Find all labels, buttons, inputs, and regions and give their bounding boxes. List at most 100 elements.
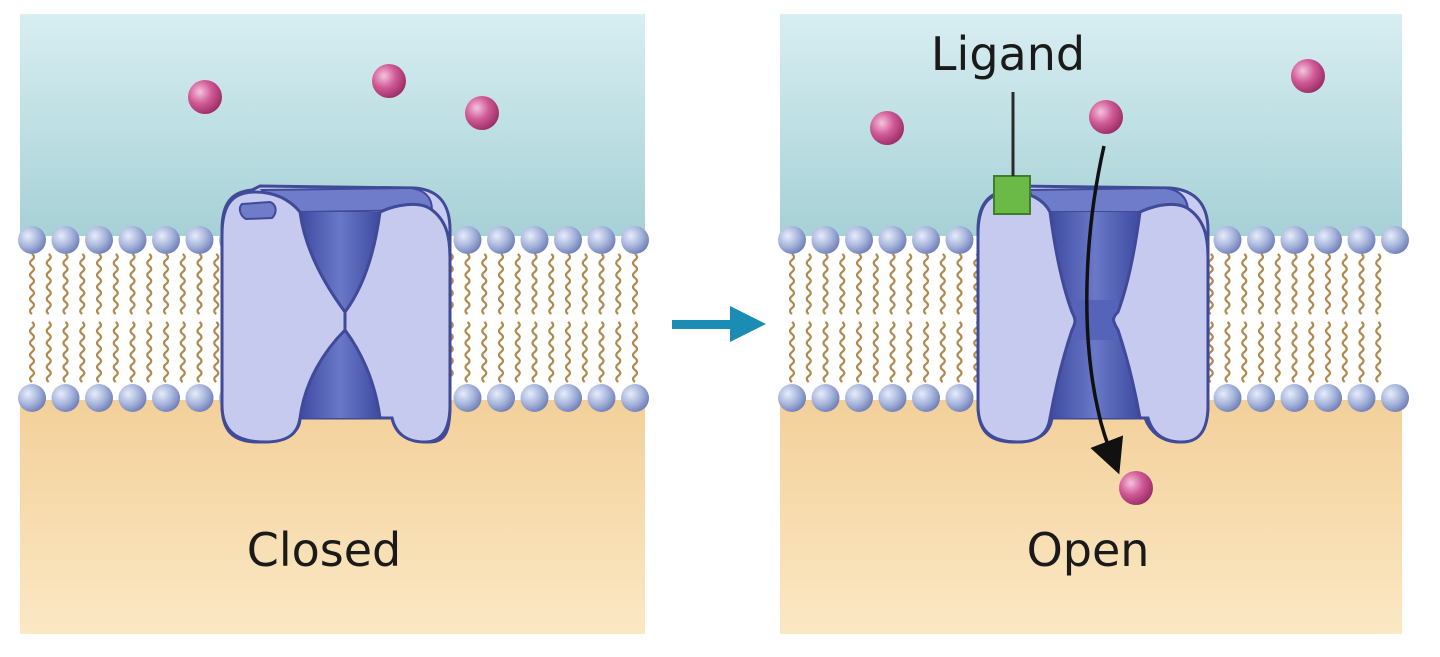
phospholipid-head [878, 226, 907, 254]
lipid-tail [1257, 321, 1265, 383]
phospholipid-head [778, 226, 806, 254]
lipid-tail [1291, 321, 1298, 383]
lipid-tail [1241, 321, 1248, 383]
ion [1089, 100, 1123, 134]
phospholipid-head [945, 384, 974, 412]
phospholipid-head [1381, 226, 1409, 254]
lipid-tail [514, 321, 521, 383]
phospholipid-head [1247, 226, 1275, 254]
phospholipid-head [878, 384, 907, 412]
lipid-tail [939, 321, 946, 383]
phospholipid-head [912, 384, 940, 412]
phospholipid-head [621, 226, 649, 254]
transition-arrow-icon [672, 306, 766, 342]
open-label: Open [1027, 523, 1150, 577]
lipid-tail [146, 253, 153, 315]
ligand-icon [993, 175, 1031, 215]
lipid-tail [822, 253, 829, 315]
channel-protein-closed [220, 184, 452, 444]
phospholipid-head [487, 226, 515, 254]
lipid-tail [79, 321, 86, 383]
phospholipid-head [118, 226, 147, 254]
lipid-tail [1324, 253, 1332, 315]
phospholipid-head [1213, 226, 1242, 254]
phospholipid-head [520, 226, 549, 254]
lipid-tail [497, 321, 505, 383]
phospholipid-head [587, 226, 616, 254]
lipid-tail [79, 253, 86, 315]
lipid-tail [531, 253, 538, 315]
lipid-tail [564, 253, 572, 315]
lipid-tail [45, 321, 52, 383]
lipid-tail [162, 321, 170, 383]
lipid-tail [213, 321, 220, 383]
phospholipid-head [152, 226, 180, 254]
lipid-tail [146, 321, 153, 383]
lipid-tail [1324, 321, 1332, 383]
phospholipid-head [85, 384, 113, 412]
lipid-tail [62, 253, 69, 315]
phospholipid-head [487, 384, 515, 412]
phospholipid-head [1314, 384, 1342, 412]
lipid-tail [464, 253, 471, 315]
lipid-tail [1241, 253, 1248, 315]
lipid-tail [839, 253, 846, 315]
phospholipid-head [185, 226, 214, 254]
lipid-tail [162, 253, 170, 315]
lipid-tail [179, 253, 186, 315]
phospholipid-head [1314, 226, 1342, 254]
phospholipid-head [51, 384, 80, 412]
lipid-tail [196, 321, 203, 383]
lipid-tail [464, 321, 471, 383]
ion [870, 111, 904, 145]
phospholipid-head [152, 384, 180, 412]
lipid-tail [1291, 253, 1298, 315]
channel-protein-open [976, 184, 1210, 444]
lipid-tail [788, 253, 796, 315]
lipid-tail [1375, 253, 1382, 315]
lipid-tail [631, 253, 639, 315]
lipid-tail [855, 321, 863, 383]
closed-label: Closed [247, 523, 402, 577]
lipid-tail [1274, 321, 1281, 383]
ion [372, 64, 406, 98]
lipid-tail [1274, 253, 1281, 315]
lipid-tail [1308, 321, 1315, 383]
ion [188, 80, 222, 114]
ion [1119, 471, 1153, 505]
lipid-tail [112, 321, 119, 383]
lipid-tail [872, 321, 879, 383]
lipid-tail [548, 321, 555, 383]
phospholipid-head [51, 226, 80, 254]
closed-panel: Closed [18, 14, 649, 634]
phospholipid-head [554, 226, 582, 254]
lipid-tail [598, 253, 605, 315]
ion-flow-arrow-icon [1085, 145, 1124, 475]
lipid-tail [581, 321, 588, 383]
lipid-tail [548, 253, 555, 315]
phospholipid-head [811, 384, 840, 412]
phospholipid-head [520, 384, 549, 412]
lipid-tail [872, 253, 879, 315]
lipid-tail [615, 321, 622, 383]
lipid-tail [922, 321, 930, 383]
lipid-tail [1341, 253, 1348, 315]
lipid-tail [615, 253, 622, 315]
lipid-tail [112, 253, 119, 315]
phospholipid-head [185, 384, 214, 412]
phospholipid-head [554, 384, 582, 412]
phospholipid-head [811, 226, 840, 254]
lipid-tail [956, 321, 963, 383]
phospholipid-head [85, 226, 113, 254]
phospholipid-head [1381, 384, 1409, 412]
lipid-tail [129, 253, 136, 315]
phospholipid-head [1347, 384, 1376, 412]
lipid-tail [631, 321, 639, 383]
lipid-tail [531, 321, 538, 383]
lipid-tail [939, 253, 946, 315]
lipid-tail [822, 321, 829, 383]
phospholipid-head [1347, 226, 1376, 254]
phospholipid-head [587, 384, 616, 412]
lipid-tail [906, 253, 913, 315]
